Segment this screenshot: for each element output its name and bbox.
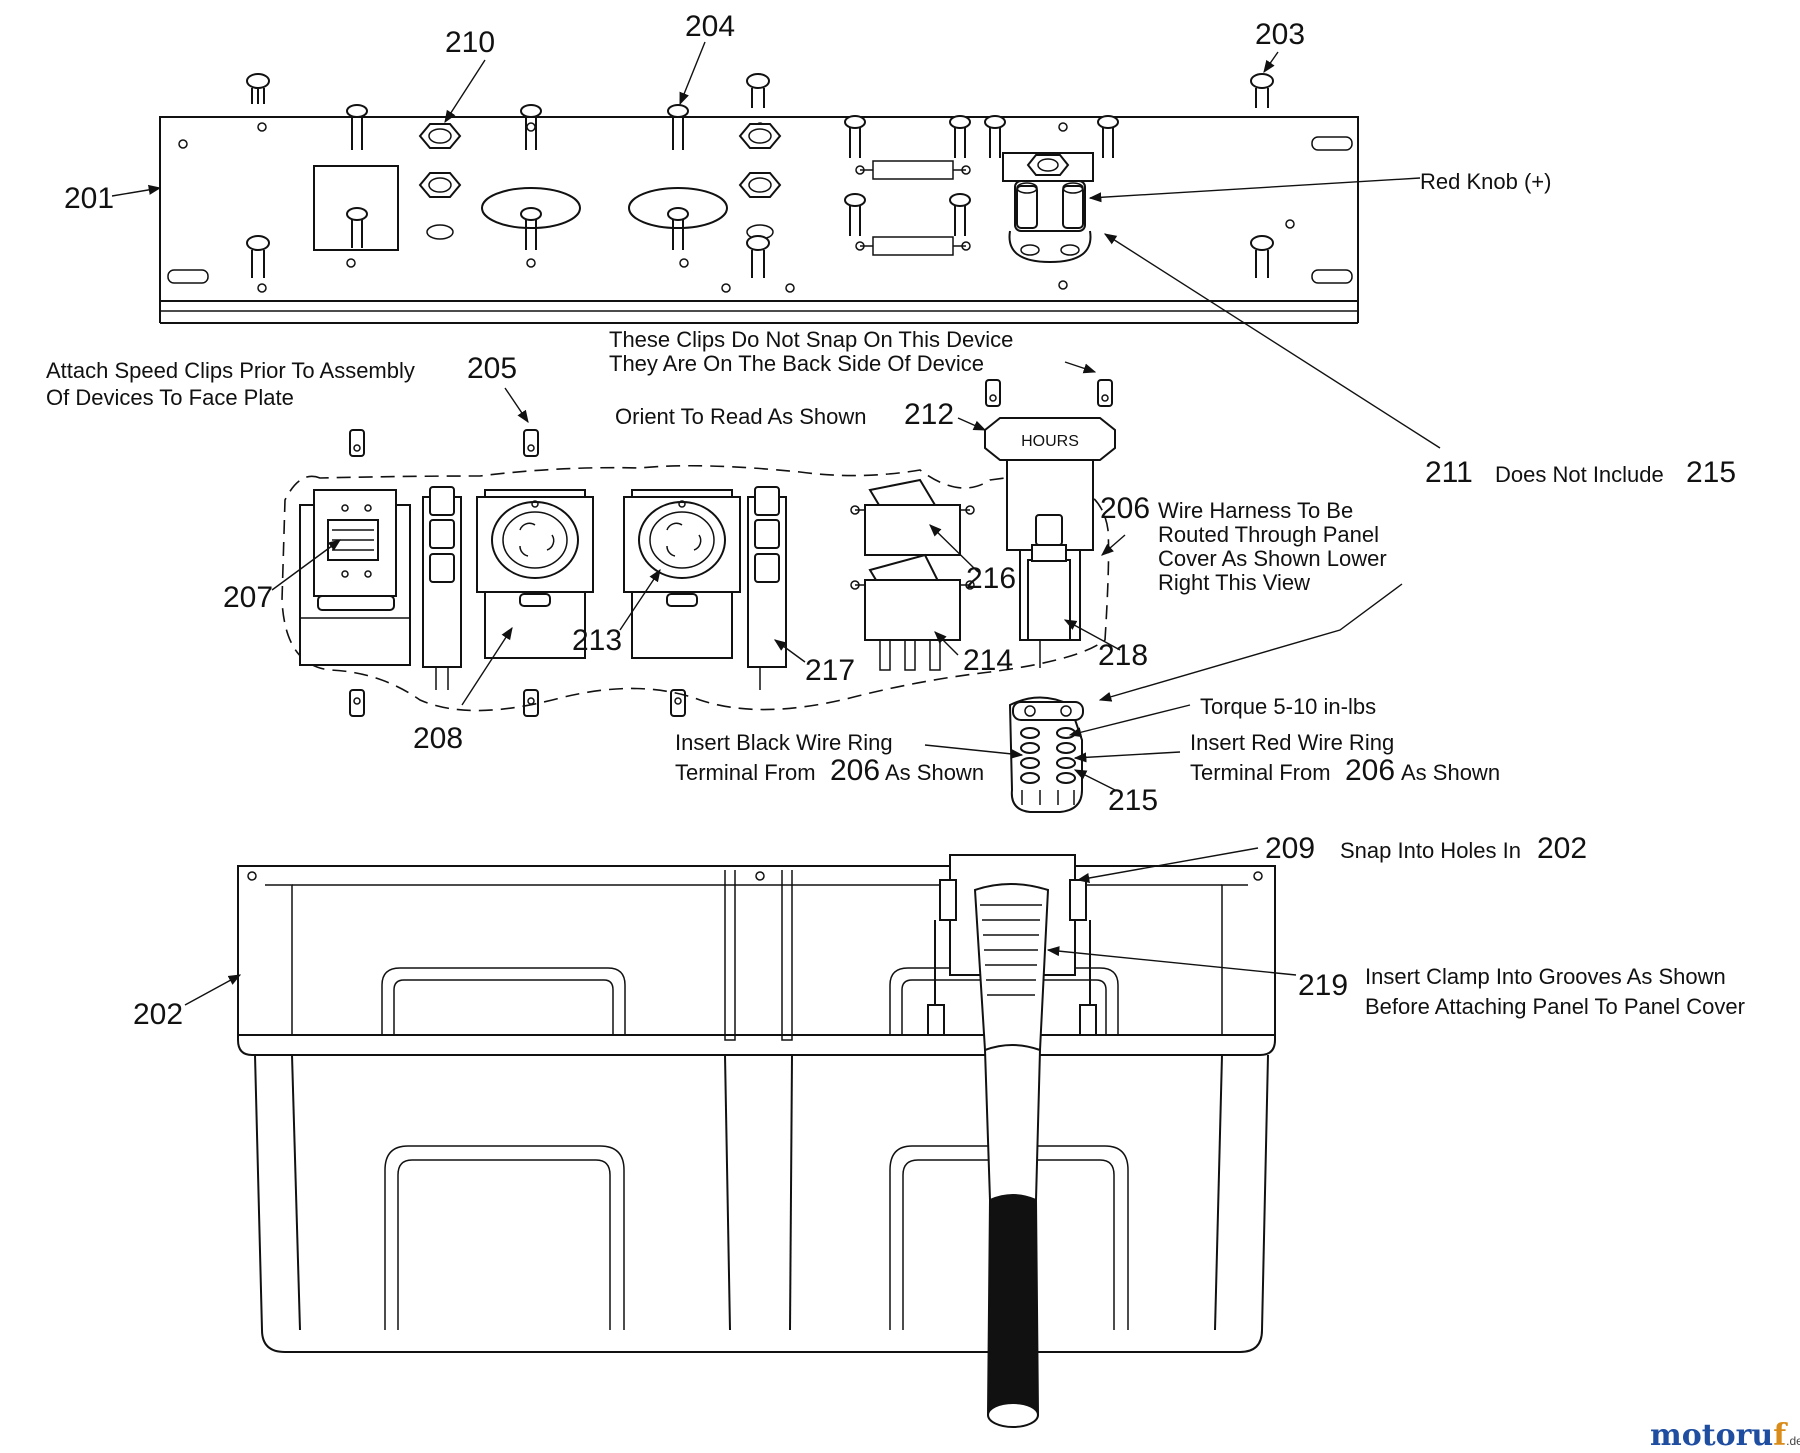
- callout-206: 206: [1100, 492, 1150, 525]
- callout-216: 216: [966, 562, 1016, 595]
- callout-218: 218: [1098, 639, 1148, 672]
- note-clips-line2: They Are On The Back Side Of Device: [609, 351, 984, 376]
- wire-harness: [973, 883, 1050, 1428]
- push-button-breaker-left: [422, 486, 462, 690]
- note-clips-line1: These Clips Do Not Snap On This Device: [609, 327, 1013, 352]
- callout-205: 205: [467, 352, 517, 385]
- note-black-line1: Insert Black Wire Ring: [675, 730, 893, 755]
- note-speed-line2: Of Devices To Face Plate: [46, 385, 294, 410]
- leader-lines: [111, 41, 1441, 1006]
- watermark-logo: motoruf.de: [1650, 1418, 1800, 1453]
- note-red-line1: Insert Red Wire Ring: [1190, 730, 1394, 755]
- face-plate-screws: [246, 73, 1274, 278]
- note-red-as-shown: As Shown: [1401, 760, 1500, 785]
- callout-215-note: 215: [1686, 456, 1736, 489]
- panel-cover-202: [237, 865, 1276, 1353]
- callout-208: 208: [413, 722, 463, 755]
- speed-clips: [349, 379, 1113, 717]
- note-black-line2: Terminal From: [675, 760, 816, 785]
- watermark-main: motoru: [1650, 1418, 1773, 1453]
- callout-209: 209: [1265, 832, 1315, 865]
- note-red-line2: Terminal From: [1190, 760, 1331, 785]
- note-harness-line4: Right This View: [1158, 570, 1310, 595]
- callout-203: 203: [1255, 18, 1305, 51]
- note-does-not-include: Does Not Include: [1495, 462, 1664, 487]
- receptacle-213: [623, 489, 741, 659]
- rocker-switch-216: [850, 478, 975, 556]
- callout-204: 204: [685, 10, 735, 43]
- note-snap-into: Snap Into Holes In: [1340, 838, 1521, 863]
- note-clamp-line1: Insert Clamp Into Grooves As Shown: [1365, 964, 1726, 989]
- callout-202: 202: [133, 998, 183, 1031]
- note-speed-line1: Attach Speed Clips Prior To Assembly: [46, 358, 415, 383]
- note-clamp-line2: Before Attaching Panel To Panel Cover: [1365, 994, 1745, 1019]
- push-button-218: [1027, 514, 1071, 668]
- note-red-knob: Red Knob (+): [1420, 169, 1551, 194]
- note-orient: Orient To Read As Shown: [615, 404, 867, 429]
- callout-217: 217: [805, 654, 855, 687]
- callout-214: 214: [963, 644, 1013, 677]
- callout-219: 219: [1298, 969, 1348, 1002]
- device-group-outline: [281, 464, 1110, 712]
- note-harness-line1: Wire Harness To Be: [1158, 498, 1353, 523]
- callout-207: 207: [223, 581, 273, 614]
- callout-212: 212: [904, 398, 954, 431]
- note-black-206: 206: [830, 754, 880, 787]
- note-harness-line3: Cover As Shown Lower: [1158, 546, 1387, 571]
- note-red-206: 206: [1345, 754, 1395, 787]
- callout-213: 213: [572, 624, 622, 657]
- hex-nut-210: [418, 123, 782, 198]
- callout-215: 215: [1108, 784, 1158, 817]
- battery-terminal-block: [1002, 152, 1094, 264]
- svg-text:motoruf.de: motoruf.de: [1650, 1418, 1800, 1453]
- push-button-breaker-217: [747, 486, 787, 690]
- callout-210: 210: [445, 26, 495, 59]
- callout-202-note: 202: [1537, 832, 1587, 865]
- note-torque: Torque 5-10 in-lbs: [1200, 694, 1376, 719]
- rocker-switch-214: [850, 553, 975, 671]
- note-harness-line2: Routed Through Panel: [1158, 522, 1379, 547]
- watermark-accent: f: [1773, 1418, 1788, 1453]
- face-plate: [159, 73, 1359, 324]
- note-black-as-shown: As Shown: [885, 760, 984, 785]
- circuit-breaker-207: [299, 489, 411, 666]
- callout-211: 211: [1425, 456, 1473, 489]
- hour-meter-label: HOURS: [1021, 433, 1079, 450]
- watermark-suffix: .de: [1786, 1434, 1800, 1448]
- callout-201: 201: [64, 182, 114, 215]
